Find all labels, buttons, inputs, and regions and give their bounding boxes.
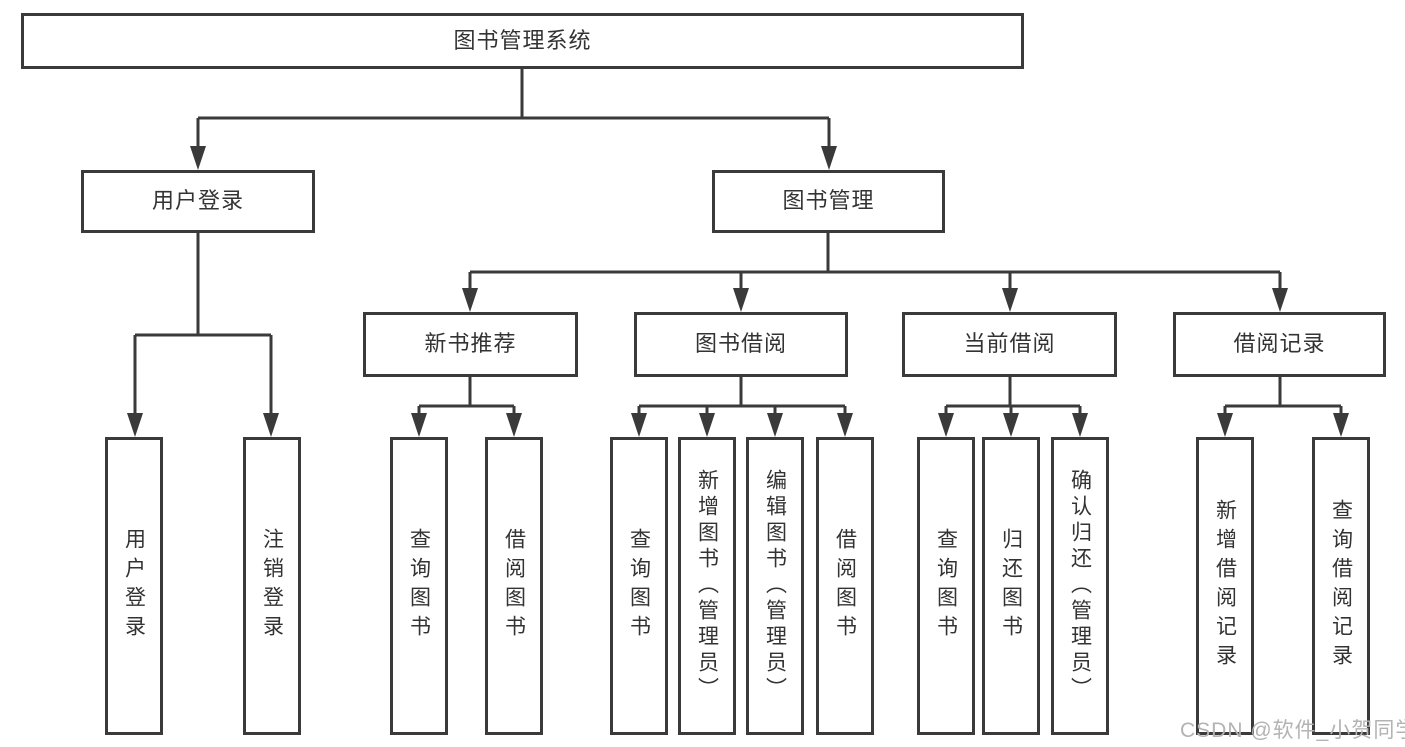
- node-book-management: 图书管理: [712, 170, 945, 233]
- arrow-down-icon: [631, 413, 647, 437]
- leaf-return-book: 归还图书: [982, 437, 1040, 735]
- leaf-query-books-current: 查询图书: [917, 437, 975, 735]
- arrow-down-icon: [733, 288, 749, 312]
- arrow-down-icon: [263, 413, 279, 437]
- leaf-edit-book-admin: 编辑图书（管理员）: [746, 437, 804, 735]
- node-new-book-recommend: 新书推荐: [363, 312, 578, 377]
- arrow-down-icon: [411, 413, 427, 437]
- arrow-down-icon: [506, 413, 522, 437]
- arrow-down-icon: [699, 413, 715, 437]
- leaf-user-login: 用户登录: [105, 437, 163, 735]
- node-borrow-records: 借阅记录: [1173, 312, 1386, 377]
- csdn-watermark: CSDN @软件_小贺同学: [1180, 719, 1405, 742]
- leaf-query-books-recommend: 查询图书: [390, 437, 448, 735]
- leaf-add-book-admin: 新增图书（管理员）: [678, 437, 736, 735]
- node-library-system: 图书管理系统: [21, 13, 1024, 69]
- arrow-down-icon: [767, 413, 783, 437]
- node-user-login: 用户登录: [81, 170, 315, 233]
- arrow-down-icon: [1072, 413, 1088, 437]
- arrow-down-icon: [1217, 413, 1233, 437]
- leaf-borrow-books: 借阅图书: [816, 437, 874, 735]
- node-current-borrow: 当前借阅: [902, 312, 1117, 377]
- arrow-down-icon: [1002, 288, 1018, 312]
- arrow-down-icon: [1333, 413, 1349, 437]
- node-book-borrow: 图书借阅: [634, 312, 848, 377]
- leaf-borrow-books-recommend: 借阅图书: [485, 437, 543, 735]
- arrow-down-icon: [837, 413, 853, 437]
- arrow-down-icon: [1003, 413, 1019, 437]
- arrow-down-icon: [1272, 288, 1288, 312]
- arrow-down-icon: [127, 413, 143, 437]
- arrow-down-icon: [462, 288, 478, 312]
- leaf-logout: 注销登录: [243, 437, 301, 735]
- tree-connectors: [133, 69, 1343, 417]
- arrow-down-icon: [938, 413, 954, 437]
- leaf-query-books-borrow: 查询图书: [610, 437, 668, 735]
- arrow-down-icon: [821, 146, 837, 170]
- arrow-down-icon: [190, 146, 206, 170]
- leaf-add-borrow-record: 新增借阅记录: [1196, 437, 1254, 735]
- leaf-query-borrow-record: 查询借阅记录: [1312, 437, 1370, 735]
- arrowheads: [127, 146, 1349, 437]
- leaf-confirm-return-admin: 确认归还（管理员）: [1051, 437, 1109, 735]
